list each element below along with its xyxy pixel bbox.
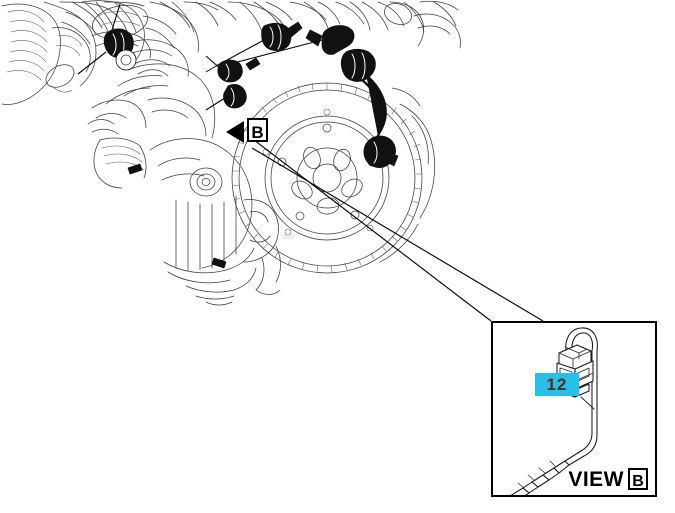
callout-b-label: B (247, 118, 268, 142)
view-b-label: VIEW B (568, 468, 648, 490)
oxygen-sensor-illustration (510, 327, 598, 495)
callout-b-marker[interactable]: B (226, 118, 274, 148)
engine-block-middle (87, 63, 281, 306)
view-label-word: VIEW (568, 467, 624, 491)
view-b-detail-panel: VIEW B (491, 321, 657, 497)
part-number-text: 12 (546, 375, 568, 394)
sensor-harness-components (77, 3, 399, 269)
detail-leader-lines (251, 139, 544, 322)
flywheel-assembly (231, 82, 436, 274)
arrow-left-icon (226, 121, 244, 143)
view-label-letter: B (628, 468, 648, 490)
part-number-highlight[interactable]: 12 (535, 373, 579, 396)
